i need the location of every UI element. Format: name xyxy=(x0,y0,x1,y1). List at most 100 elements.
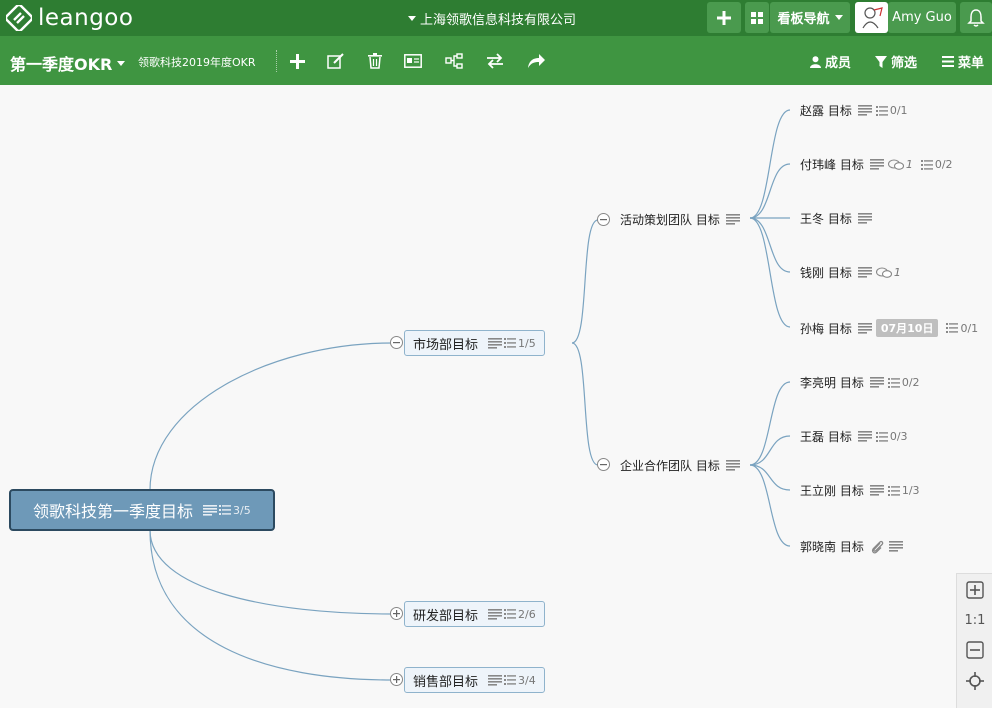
edit-icon xyxy=(327,53,344,69)
menu-button[interactable]: 菜单 xyxy=(942,52,984,71)
zoom-out-button[interactable] xyxy=(965,640,985,660)
notes-icon xyxy=(488,674,503,686)
link-events-zhao xyxy=(749,109,791,219)
board-title-dropdown[interactable]: 第一季度OKR xyxy=(10,51,126,75)
person-node[interactable]: 王冬 目标 xyxy=(800,210,872,227)
root-node[interactable]: 领歌科技第一季度目标 3/5 xyxy=(9,489,275,531)
checklist-count: 3/4 xyxy=(518,673,536,687)
notes-icon xyxy=(725,460,740,471)
zoom-out-icon xyxy=(966,641,984,659)
delete-node-button[interactable] xyxy=(365,51,385,71)
person-node[interactable]: 钱刚 目标 1 xyxy=(800,264,901,281)
structure-view-button[interactable] xyxy=(444,51,464,71)
plus-icon xyxy=(717,10,731,25)
card-view-button[interactable] xyxy=(403,51,423,71)
trash-icon xyxy=(368,53,382,69)
edit-node-button[interactable] xyxy=(326,51,346,71)
node-label: 赵露 目标 xyxy=(800,104,852,118)
avatar[interactable] xyxy=(855,2,888,33)
company-name: 上海领歌信息科技有限公司 xyxy=(420,13,577,28)
node-meta: 1/3 xyxy=(887,484,920,497)
person-node[interactable]: 王磊 目标 0/3 xyxy=(800,428,908,445)
node-label: 市场部目标 xyxy=(413,337,479,353)
checklist-count: 3/5 xyxy=(233,503,251,517)
logo[interactable]: leangoo xyxy=(6,5,133,31)
checklist-icon xyxy=(875,105,888,116)
node-label: 活动策划团队 目标 xyxy=(620,213,720,227)
tree-structure-icon xyxy=(445,53,463,69)
link-market-partner xyxy=(571,342,599,466)
board-nav-button[interactable]: 看板导航 xyxy=(770,2,850,33)
toolbar-divider xyxy=(276,50,277,72)
collapse-toggle[interactable] xyxy=(597,458,610,471)
link-root-sales xyxy=(149,529,393,681)
grid-icon xyxy=(751,11,763,24)
add-button[interactable] xyxy=(707,2,741,33)
checklist-icon xyxy=(875,431,888,442)
notes-icon xyxy=(488,337,503,349)
caret-down-icon xyxy=(834,15,843,20)
link-events-fu xyxy=(749,163,791,219)
person-node[interactable]: 孙梅 目标 07月10日 0/1 xyxy=(800,319,978,337)
members-button[interactable]: 成员 xyxy=(810,52,851,71)
notes-icon xyxy=(857,431,872,442)
minus-icon xyxy=(600,219,607,221)
node-meta: 1/5 xyxy=(488,337,536,350)
due-date-badge: 07月10日 xyxy=(875,319,939,337)
person-node[interactable]: 王立刚 目标 1/3 xyxy=(800,482,920,499)
user-menu[interactable]: Amy Guo xyxy=(888,2,956,33)
share-button[interactable] xyxy=(526,51,546,71)
mindmap-canvas[interactable]: 领歌科技第一季度目标 3/5 市场部目标 1/5 研发部目标 2/6 销售部目标 xyxy=(0,85,992,708)
zoom-controls: 1:1 xyxy=(956,573,992,708)
leangoo-logo-icon xyxy=(6,5,32,31)
notes-icon xyxy=(857,213,872,224)
node-label: 王冬 目标 xyxy=(800,212,852,226)
menu-label: 菜单 xyxy=(958,56,985,71)
board-nav-label: 看板导航 xyxy=(777,12,830,27)
expand-toggle[interactable] xyxy=(390,673,403,686)
dept-node-rd[interactable]: 研发部目标 2/6 xyxy=(404,601,545,627)
user-icon xyxy=(810,55,821,68)
link-market-events xyxy=(571,219,599,344)
add-node-button[interactable] xyxy=(287,51,307,71)
filter-icon xyxy=(875,55,887,68)
person-node[interactable]: 赵露 目标 0/1 xyxy=(800,102,908,119)
apps-button[interactable] xyxy=(745,2,769,33)
dept-node-market[interactable]: 市场部目标 1/5 xyxy=(404,330,545,356)
notifications-button[interactable] xyxy=(960,2,992,33)
notes-icon xyxy=(869,485,884,496)
crosshair-icon xyxy=(966,672,984,690)
dept-node-sales[interactable]: 销售部目标 3/4 xyxy=(404,667,545,693)
zoom-in-button[interactable] xyxy=(965,580,985,600)
company-switcher[interactable]: 上海领歌信息科技有限公司 xyxy=(408,9,576,28)
notes-icon xyxy=(857,267,872,278)
checklist-count: 0/3 xyxy=(889,430,908,443)
node-meta: 0/1 xyxy=(946,322,978,335)
zoom-in-icon xyxy=(966,581,984,599)
notes-icon xyxy=(488,608,503,620)
node-meta: 1 0/2 xyxy=(887,158,953,171)
filter-button[interactable]: 筛选 xyxy=(875,52,917,71)
team-node-partnership[interactable]: 企业合作团队 目标 xyxy=(620,457,740,474)
collapse-toggle[interactable] xyxy=(597,213,610,226)
person-node[interactable]: 付玮峰 目标 1 0/2 xyxy=(800,156,953,173)
checklist-count: 0/1 xyxy=(960,321,979,335)
hamburger-icon xyxy=(942,56,954,67)
person-node[interactable]: 郭晓南 目标 xyxy=(800,538,903,555)
link-root-market xyxy=(149,342,393,491)
notes-icon xyxy=(203,504,218,516)
swap-view-button[interactable] xyxy=(485,51,505,71)
members-label: 成员 xyxy=(825,56,852,71)
node-meta: 3/4 xyxy=(488,674,536,687)
expand-toggle[interactable] xyxy=(390,607,403,620)
avatar-image-icon xyxy=(857,4,886,31)
person-node[interactable]: 李亮明 目标 0/2 xyxy=(800,374,920,391)
top-bar: leangoo 上海领歌信息科技有限公司 看板导航 Amy Guo xyxy=(0,0,992,36)
node-label: 孙梅 目标 xyxy=(800,321,852,336)
collapse-toggle[interactable] xyxy=(390,336,403,349)
center-view-button[interactable] xyxy=(965,671,985,691)
checklist-icon xyxy=(504,609,517,619)
zoom-reset-button[interactable]: 1:1 xyxy=(964,613,986,628)
link-events-qian xyxy=(749,217,791,273)
team-node-events[interactable]: 活动策划团队 目标 xyxy=(620,211,740,228)
